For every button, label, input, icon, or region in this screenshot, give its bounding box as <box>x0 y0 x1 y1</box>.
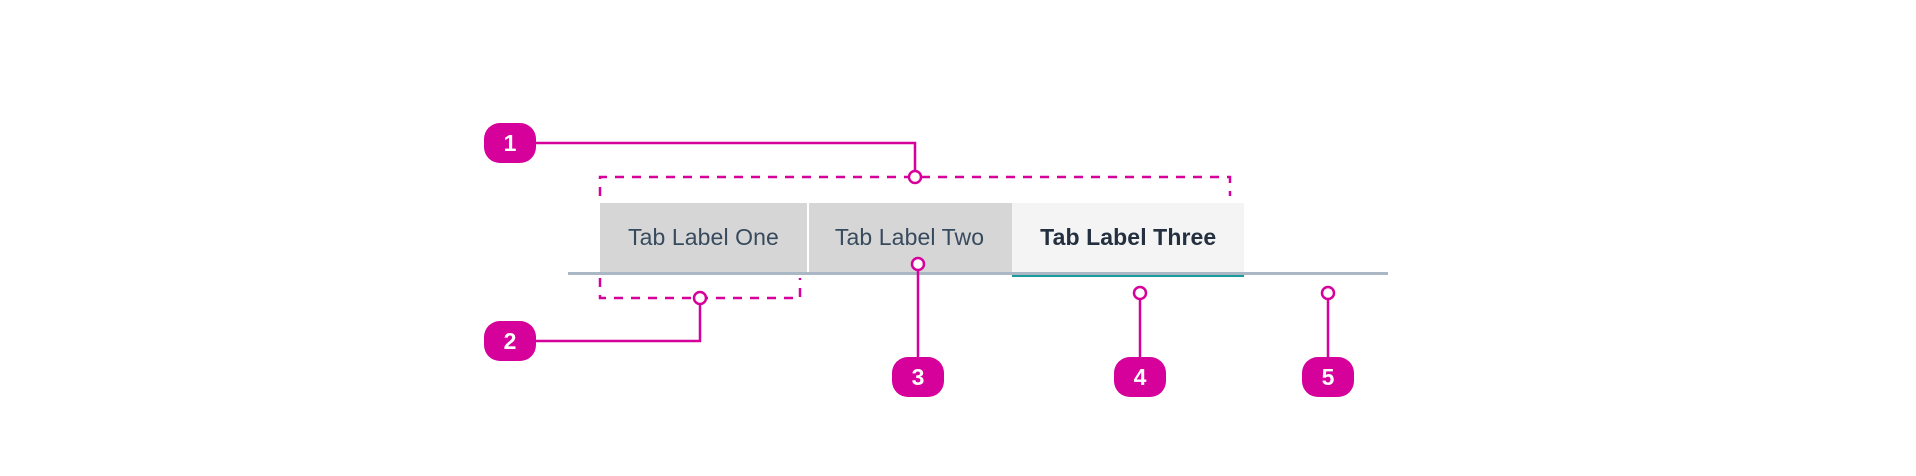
callout-5-dot-marker <box>1320 285 1336 301</box>
callout-2-dot-marker <box>692 290 708 306</box>
callout-1-dot-marker <box>907 169 923 185</box>
tab-label-one[interactable]: Tab Label One <box>600 203 807 272</box>
tab-label-two-text: Tab Label Two <box>834 224 985 250</box>
callout-badge-4[interactable]: 4 <box>1114 357 1166 397</box>
callout-badge-3[interactable]: 3 <box>892 357 944 397</box>
callout-badge-2[interactable]: 2 <box>484 321 536 361</box>
callout-1-dashed-bounds <box>598 175 1232 196</box>
tab-label-three[interactable]: Tab Label Three <box>1012 203 1245 277</box>
callout-badge-5-number: 5 <box>1321 363 1335 390</box>
callout-2-dashed-bounds <box>598 278 802 300</box>
tab-label-three-text: Tab Label Three <box>1040 224 1217 250</box>
baseline-divider <box>568 272 1388 275</box>
tab-label-one-text: Tab Label One <box>628 224 779 250</box>
callout-badge-4-number: 4 <box>1133 363 1147 390</box>
callout-badge-5[interactable]: 5 <box>1302 357 1354 397</box>
tab-label-two[interactable]: Tab Label Two <box>806 203 1013 272</box>
callout-badge-1-number: 1 <box>503 129 517 156</box>
callout-4-dot-marker <box>1132 285 1148 301</box>
callout-badge-3-number: 3 <box>911 363 925 390</box>
callout-2-leader-line <box>527 298 702 343</box>
callout-1-leader-line <box>527 141 917 177</box>
callout-badge-1[interactable]: 1 <box>484 123 536 163</box>
tab-strip: Tab Label One Tab Label Two Tab Label Th… <box>600 203 1245 277</box>
callout-badge-2-number: 2 <box>503 327 517 354</box>
